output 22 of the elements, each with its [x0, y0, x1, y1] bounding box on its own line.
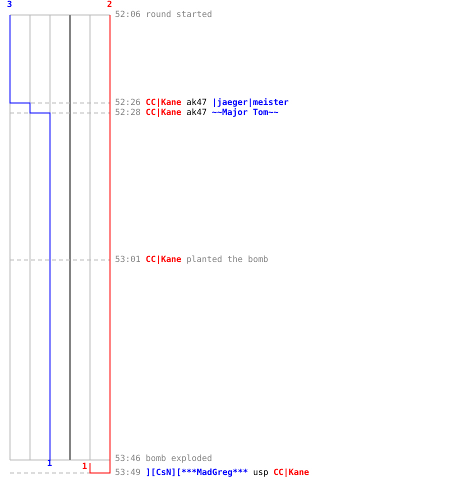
weapon-name: usp	[252, 468, 268, 478]
timestamp: 52:28	[115, 108, 141, 118]
player-name: CC|Kane	[146, 255, 182, 265]
player-name: CC|Kane	[146, 98, 182, 108]
timestamp: 52:06	[115, 10, 141, 20]
timestamp: 53:01	[115, 255, 141, 265]
weapon-name: ak47	[186, 98, 207, 108]
player-name: ~~Major Tom~~	[212, 108, 278, 118]
player-count: 3	[7, 0, 12, 10]
event-text: bomb exploded	[146, 454, 212, 464]
event-text: planted the bomb	[186, 255, 268, 265]
timestamp: 52:26	[115, 98, 141, 108]
player-name: |jaeger|meister	[212, 98, 289, 108]
player-name: CC|Kane	[146, 108, 182, 118]
timestamp: 53:46	[115, 454, 141, 464]
player-name: ][CsN][***MadGreg***	[146, 468, 248, 478]
timestamp: 53:49	[115, 468, 141, 478]
weapon-name: ak47	[186, 108, 207, 118]
event-text: round started	[146, 10, 212, 20]
player-count: 2	[107, 0, 112, 10]
player-name: CC|Kane	[273, 468, 310, 478]
player-count: 1	[82, 462, 88, 472]
